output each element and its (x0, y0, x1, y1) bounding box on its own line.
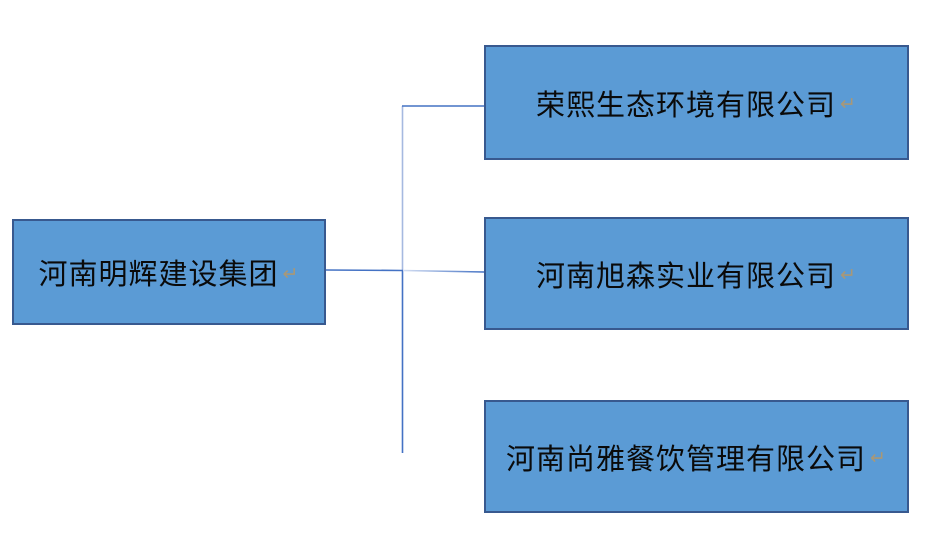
paragraph-mark-icon: ↵ (282, 263, 300, 285)
org-box-parent[interactable]: 河南明辉建设集团↵ (12, 219, 326, 325)
org-box-child-3[interactable]: 河南尚雅餐饮管理有限公司↵ (484, 400, 909, 513)
org-box-parent-label: 河南明辉建设集团 (38, 259, 279, 291)
org-box-child-3-label: 河南尚雅餐饮管理有限公司 (506, 443, 867, 476)
org-box-child-1[interactable]: 荣熙生态环境有限公司↵ (484, 45, 909, 160)
paragraph-mark-icon: ↵ (840, 94, 857, 115)
org-box-child-1-label: 荣熙生态环境有限公司 (536, 89, 837, 122)
org-box-child-2[interactable]: 河南旭森实业有限公司↵ (484, 217, 909, 330)
paragraph-mark-icon: ↵ (840, 265, 857, 286)
org-box-child-2-label: 河南旭森实业有限公司 (536, 260, 837, 293)
connector-root-stub[interactable] (325, 269, 404, 272)
paragraph-mark-icon: ↵ (870, 448, 887, 469)
connector-branch-middle[interactable] (402, 269, 485, 273)
